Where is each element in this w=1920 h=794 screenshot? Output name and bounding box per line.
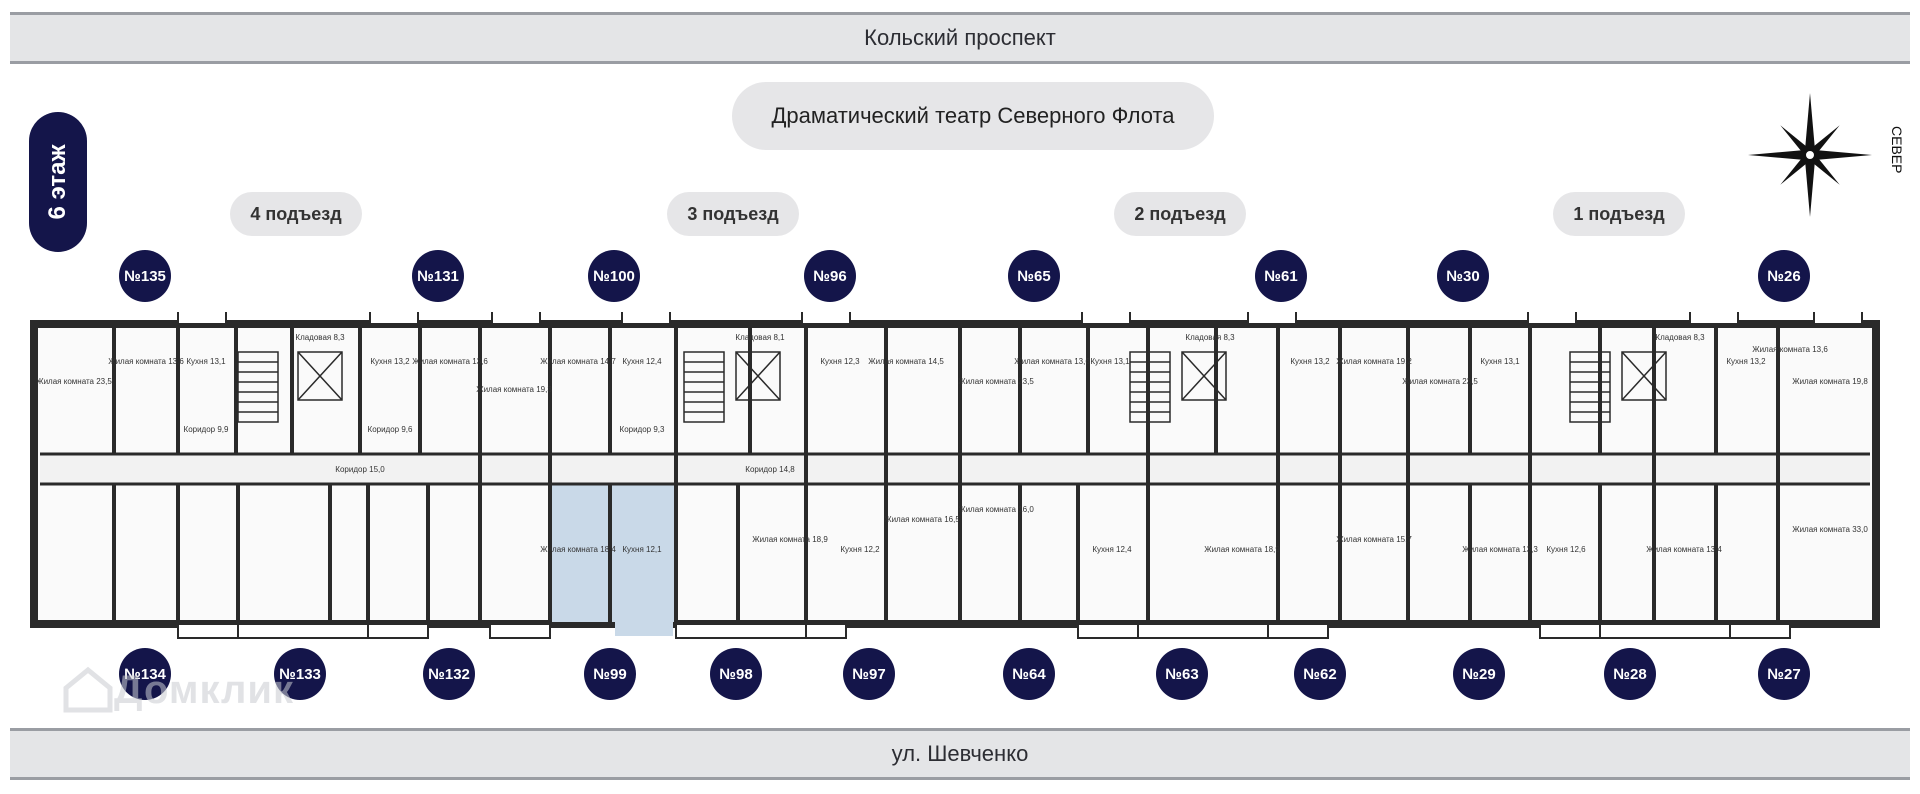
room-label: Кухня 13,1 xyxy=(1480,357,1520,366)
room-label: Жилая комната 13,4 xyxy=(1646,545,1722,554)
room-label: Кухня 12,6 xyxy=(1546,545,1586,554)
stairwell-2 xyxy=(1129,351,1171,423)
room-label: Жилая комната 19,8 xyxy=(1792,377,1868,386)
room-label: Кладовая 8,3 xyxy=(1655,333,1705,342)
entrance-2: 2 подъезд xyxy=(1114,192,1246,236)
apartment-134-badge[interactable]: №134 xyxy=(119,648,171,700)
floor-label: 6 этаж xyxy=(44,144,71,220)
apartment-96-badge[interactable]: №96 xyxy=(804,250,856,302)
room-label: Жилая комната 23,5 xyxy=(958,377,1034,386)
apartment-26-badge[interactable]: №26 xyxy=(1758,250,1810,302)
room-label: Жилая комната 19,2 xyxy=(1336,357,1412,366)
lift-2 xyxy=(1181,351,1227,401)
street-top: Кольский проспект xyxy=(10,12,1910,64)
room-label: Жилая комната 15,7 xyxy=(1336,535,1412,544)
room-label: Жилая комната 33,0 xyxy=(1792,525,1868,534)
entrance-1: 1 подъезд xyxy=(1553,192,1685,236)
apartment-28-badge[interactable]: №28 xyxy=(1604,648,1656,700)
apartment-98-badge[interactable]: №98 xyxy=(710,648,762,700)
stairwell-1 xyxy=(1569,351,1611,423)
room-label: Жилая комната 18,9 xyxy=(1204,545,1280,554)
apartment-62-badge[interactable]: №62 xyxy=(1294,648,1346,700)
room-label: Кладовая 8,1 xyxy=(735,333,785,342)
room-label: Жилая комната 23,5 xyxy=(1402,377,1478,386)
room-label: Коридор 9,3 xyxy=(620,425,665,434)
room-label: Коридор 9,9 xyxy=(184,425,229,434)
room-label: Жилая комната 14,7 xyxy=(540,357,616,366)
room-label: Жилая комната 13,6 xyxy=(108,357,184,366)
room-label: Кухня 13,1 xyxy=(186,357,226,366)
apartment-30-badge[interactable]: №30 xyxy=(1437,250,1489,302)
apartment-29-badge[interactable]: №29 xyxy=(1453,648,1505,700)
stairwell-4 xyxy=(237,351,279,423)
room-label: Жилая комната 13,6 xyxy=(412,357,488,366)
room-label: Кладовая 8,3 xyxy=(1185,333,1235,342)
room-label: Коридор 14,8 xyxy=(745,465,795,474)
street-bottom: ул. Шевченко xyxy=(10,728,1910,780)
room-label: Кухня 12,4 xyxy=(622,357,662,366)
room-label: Жилая комната 13,6 xyxy=(1014,357,1090,366)
room-label: Коридор 15,0 xyxy=(335,465,385,474)
room-label: Кладовая 8,3 xyxy=(295,333,345,342)
compass-label: СЕВЕР xyxy=(1889,126,1905,173)
compass-rose-icon: СЕВЕР xyxy=(1748,93,1905,217)
room-label: Жилая комната 18,4 xyxy=(540,545,616,554)
entrance-4: 4 подъезд xyxy=(230,192,362,236)
apartment-97-badge[interactable]: №97 xyxy=(843,648,895,700)
room-label: Жилая комната 14,5 xyxy=(868,357,944,366)
apartment-131-badge[interactable]: №131 xyxy=(412,250,464,302)
lift-4 xyxy=(297,351,343,401)
apartment-63-badge[interactable]: №63 xyxy=(1156,648,1208,700)
landmark-label: Драматический театр Северного Флота xyxy=(732,82,1214,150)
apartment-100-badge[interactable]: №100 xyxy=(588,250,640,302)
floor-badge: 6 этаж xyxy=(29,112,87,252)
apartment-27-badge[interactable]: №27 xyxy=(1758,648,1810,700)
apartment-135-badge[interactable]: №135 xyxy=(119,250,171,302)
room-label: Жилая комната 19,3 xyxy=(476,385,552,394)
room-label: Кухня 13,2 xyxy=(1290,357,1330,366)
room-label: Кухня 12,4 xyxy=(1092,545,1132,554)
room-label: Кухня 12,2 xyxy=(840,545,880,554)
room-label: Кухня 13,2 xyxy=(370,357,410,366)
apartment-64-badge[interactable]: №64 xyxy=(1003,648,1055,700)
apartment-61-badge[interactable]: №61 xyxy=(1255,250,1307,302)
room-label: Коридор 9,6 xyxy=(368,425,413,434)
room-label: Жилая комната 23,5 xyxy=(36,377,112,386)
room-label: Жилая комната 13,3 xyxy=(1462,545,1538,554)
room-label: Жилая комната 16,0 xyxy=(958,505,1034,514)
lift-3 xyxy=(735,351,781,401)
floor-plan: Жилая комната 23,5 Жилая комната 13,6 Ку… xyxy=(30,312,1880,639)
room-label: Кухня 13,1 xyxy=(1090,357,1130,366)
watermark-text: Домклик xyxy=(114,667,295,712)
room-label: Жилая комната 18,9 xyxy=(752,535,828,544)
room-label: Кухня 12,3 xyxy=(820,357,860,366)
room-label: Кухня 12,1 xyxy=(622,545,662,554)
room-label: Жилая комната 16,5 xyxy=(884,515,960,524)
apartment-99-badge[interactable]: №99 xyxy=(584,648,636,700)
room-label: Кухня 13,2 xyxy=(1726,357,1766,366)
lift-1 xyxy=(1621,351,1667,401)
room-label: Жилая комната 13,6 xyxy=(1752,345,1828,354)
apartment-65-badge[interactable]: №65 xyxy=(1008,250,1060,302)
apartment-132-badge[interactable]: №132 xyxy=(423,648,475,700)
watermark: Домклик xyxy=(62,666,294,714)
stairwell-3 xyxy=(683,351,725,423)
apartment-133-badge[interactable]: №133 xyxy=(274,648,326,700)
entrance-3: 3 подъезд xyxy=(667,192,799,236)
apartment-99-highlight xyxy=(550,462,676,622)
house-logo-icon xyxy=(63,666,113,713)
